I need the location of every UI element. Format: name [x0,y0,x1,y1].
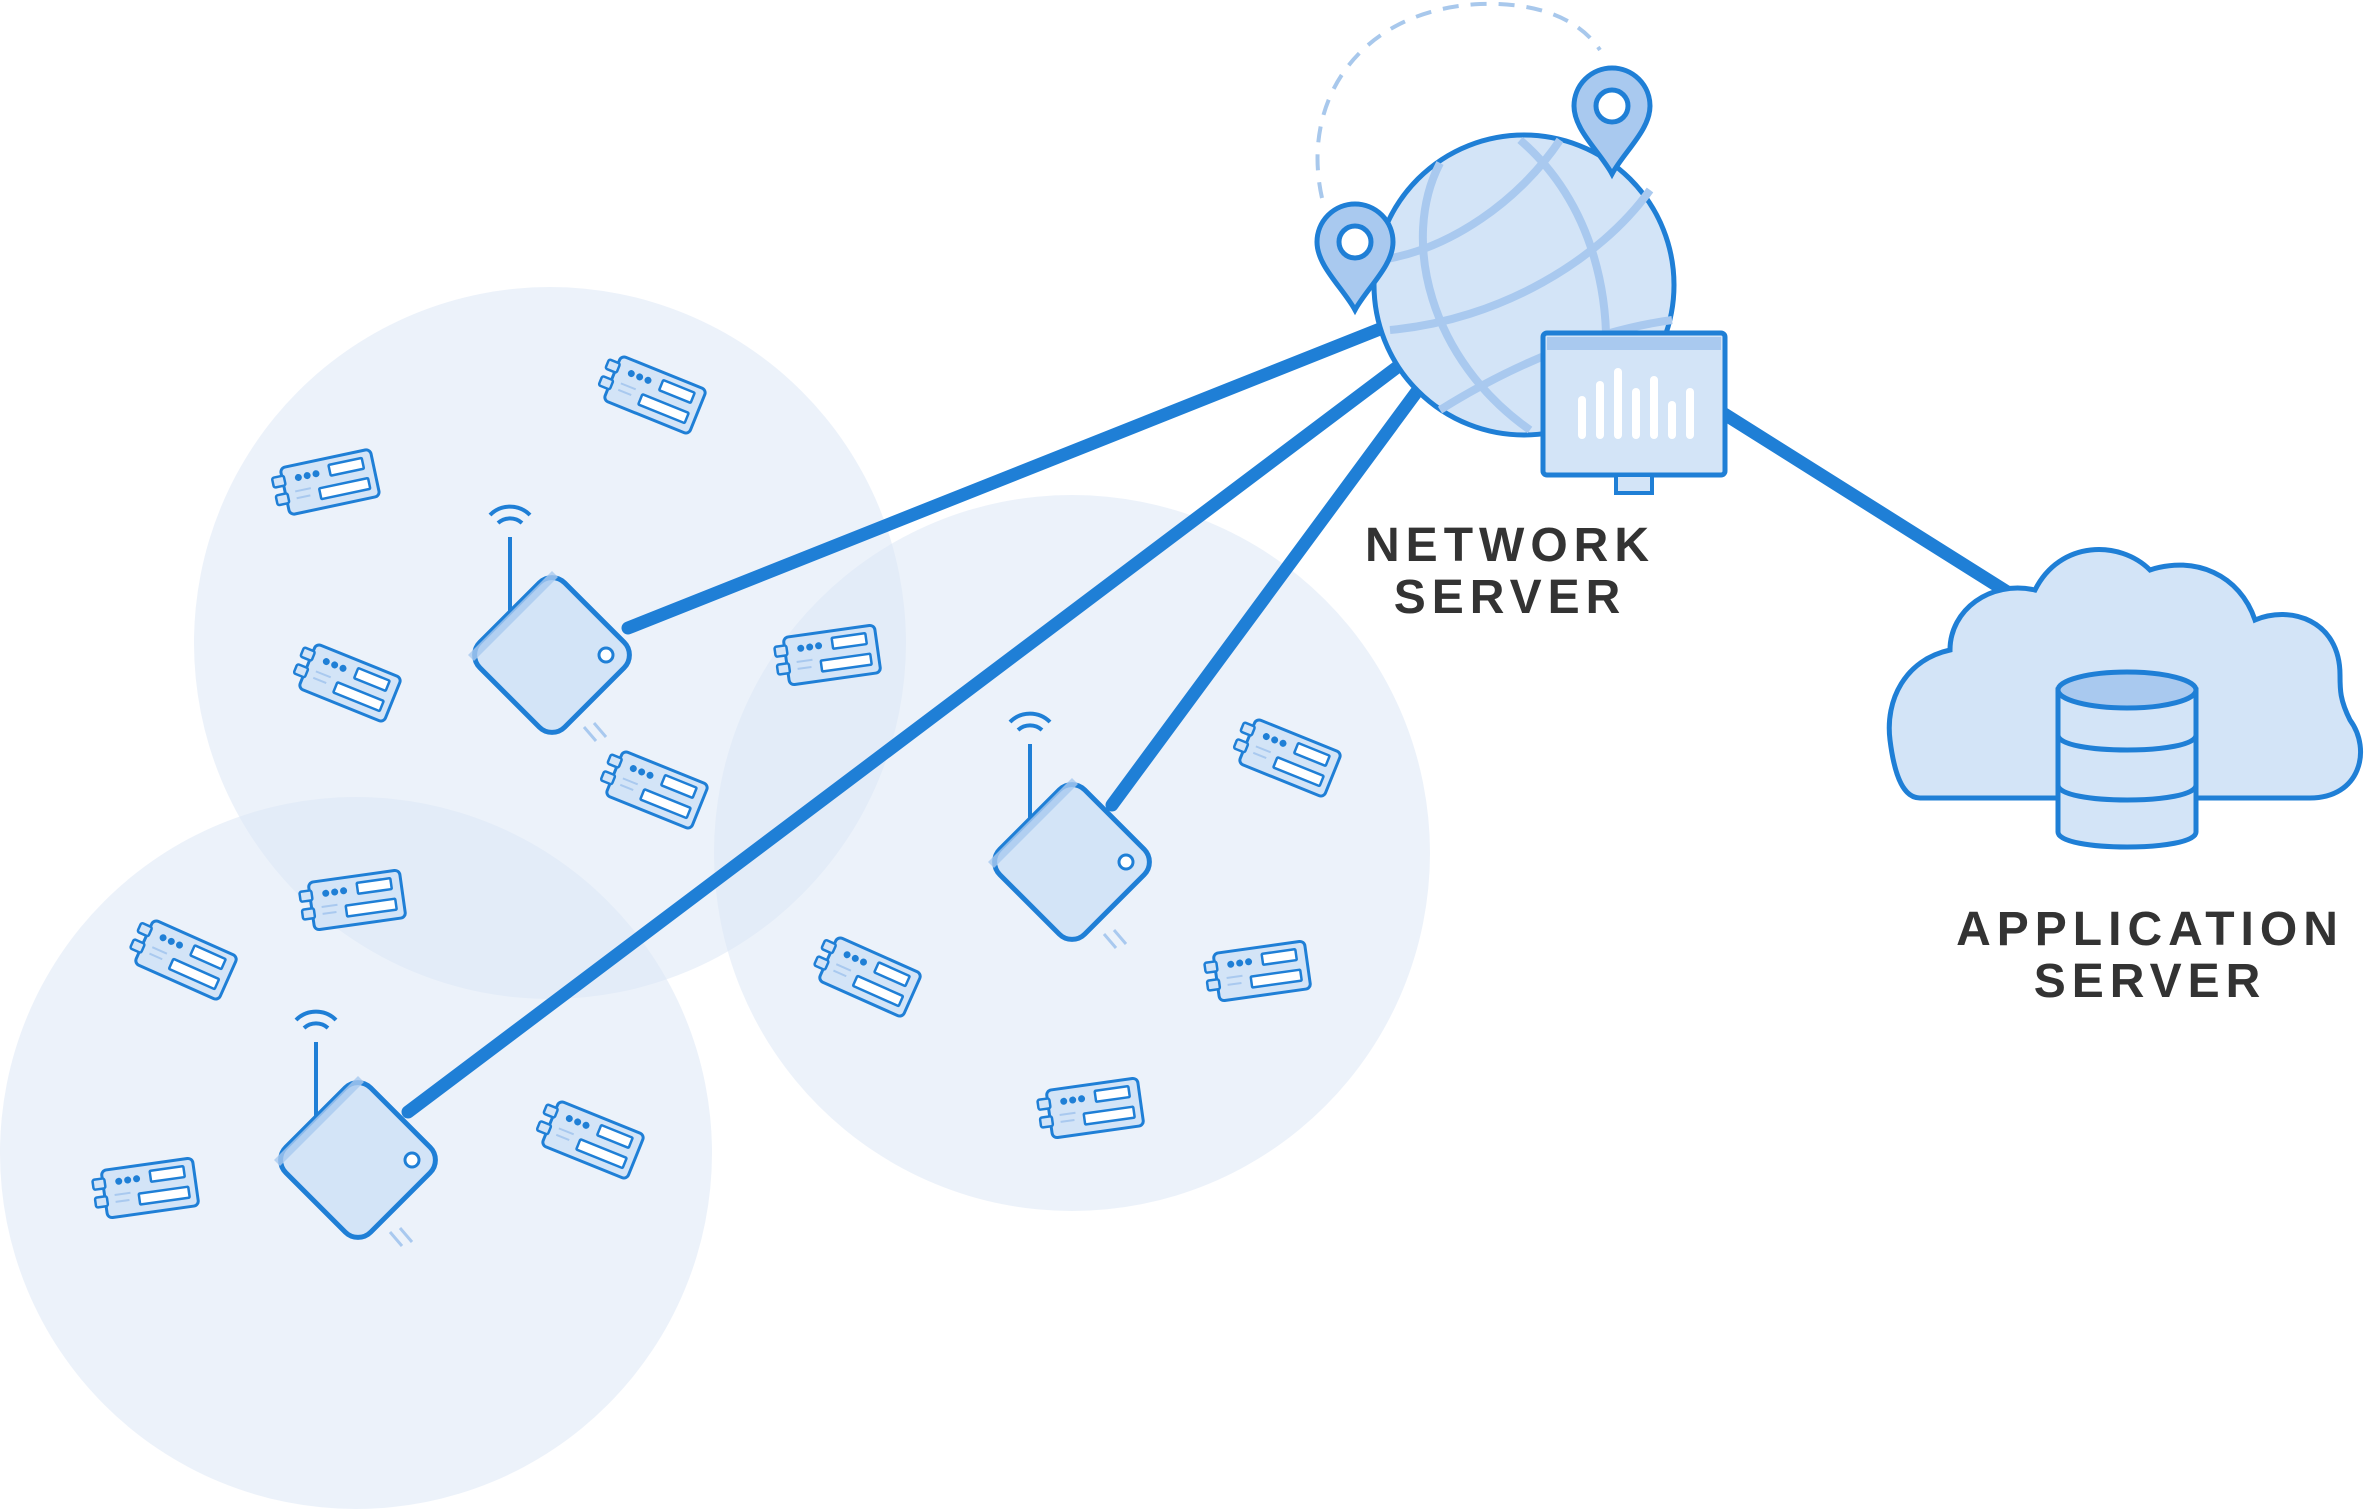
application-server-label-line2: SERVER [2033,955,2267,1008]
link-gateway-3 [401,355,1411,1119]
network-server-label-line2: SERVER [1393,571,1627,624]
network-server-label: NETWORK SERVER [1310,520,1710,624]
application-server-label-line1: APPLICATION [1956,903,2344,956]
cloud-database-icon [1886,547,2364,850]
link-gateway-1 [621,318,1397,635]
network-server-icon [1317,1,1728,495]
application-server-label: APPLICATION SERVER [1880,904,2374,1008]
link-app-server [1711,403,2027,607]
link-gateway-2 [1105,383,1425,812]
network-server-label-line1: NETWORK [1365,519,1655,572]
